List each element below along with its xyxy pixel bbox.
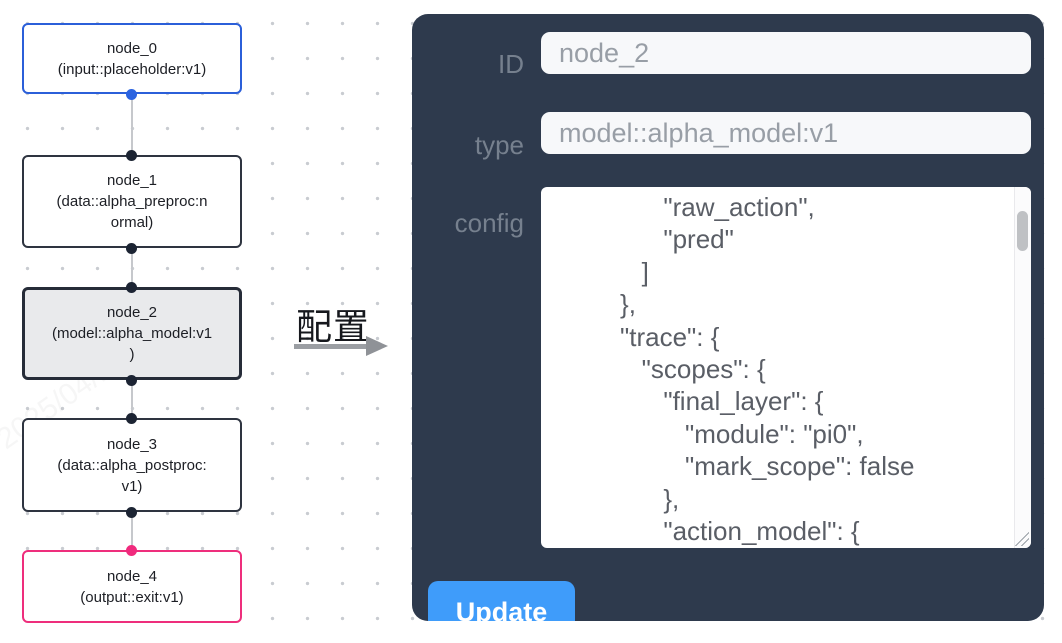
- port-node0-out[interactable]: [126, 89, 137, 100]
- node-name: node_3: [106, 435, 158, 453]
- node-type: (output::exit:v1): [80, 588, 184, 606]
- id-input[interactable]: [541, 32, 1031, 74]
- edge-node0-node1: [131, 94, 133, 155]
- node-name: node_1: [106, 172, 158, 189]
- port-node1-out[interactable]: [126, 243, 137, 254]
- node-name: node_2: [106, 304, 158, 321]
- update-button[interactable]: Update: [428, 581, 575, 621]
- node-alpha-model-selected[interactable]: node_2 (model::alpha_model:v1 ): [22, 287, 242, 380]
- node-alpha-preproc[interactable]: node_1 (data::alpha_preproc:n ormal): [22, 155, 242, 248]
- port-node3-in[interactable]: [126, 413, 137, 424]
- node-alpha-postproc[interactable]: node_3 (data::alpha_postproc: v1): [22, 418, 242, 512]
- edge-node2-node3: [131, 380, 133, 418]
- id-field-label: ID: [498, 49, 524, 79]
- arrow-right-icon: [366, 336, 388, 356]
- scrollbar-thumb[interactable]: [1017, 211, 1028, 251]
- node-input-placeholder[interactable]: node_0 (input::placeholder:v1): [22, 23, 242, 94]
- scrollbar-track[interactable]: [1014, 187, 1031, 548]
- node-type: (data::alpha_postproc: v1): [57, 456, 207, 495]
- type-input[interactable]: [541, 112, 1031, 154]
- node-name: node_4: [106, 567, 158, 585]
- node-type: (model::alpha_model:v1 ): [51, 325, 213, 363]
- config-arrow-label: 配置: [296, 306, 371, 347]
- port-node2-out[interactable]: [126, 375, 137, 386]
- config-json-content: "raw_action", "pred" ] }, "trace": { "sc…: [620, 192, 915, 547]
- type-field-label: type: [474, 130, 524, 160]
- node-name: node_0: [106, 39, 158, 57]
- port-node4-in[interactable]: [126, 545, 137, 556]
- node-config-panel: ID type config "raw_action", "pred" ] },…: [412, 14, 1044, 621]
- node-type: (input::placeholder:v1): [57, 60, 207, 78]
- port-node1-in[interactable]: [126, 150, 137, 161]
- edge-node1-node2: [131, 248, 133, 287]
- config-field-label: config: [454, 208, 524, 238]
- port-node2-in[interactable]: [126, 282, 137, 293]
- resize-handle-icon[interactable]: [1014, 531, 1029, 546]
- port-node3-out[interactable]: [126, 507, 137, 518]
- node-output-exit[interactable]: node_4 (output::exit:v1): [22, 550, 242, 623]
- config-textarea[interactable]: "raw_action", "pred" ] }, "trace": { "sc…: [541, 187, 1031, 548]
- edge-node3-node4: [131, 512, 133, 550]
- arrow-right-icon: [294, 344, 368, 349]
- node-type: (data::alpha_preproc:n ormal): [56, 193, 208, 231]
